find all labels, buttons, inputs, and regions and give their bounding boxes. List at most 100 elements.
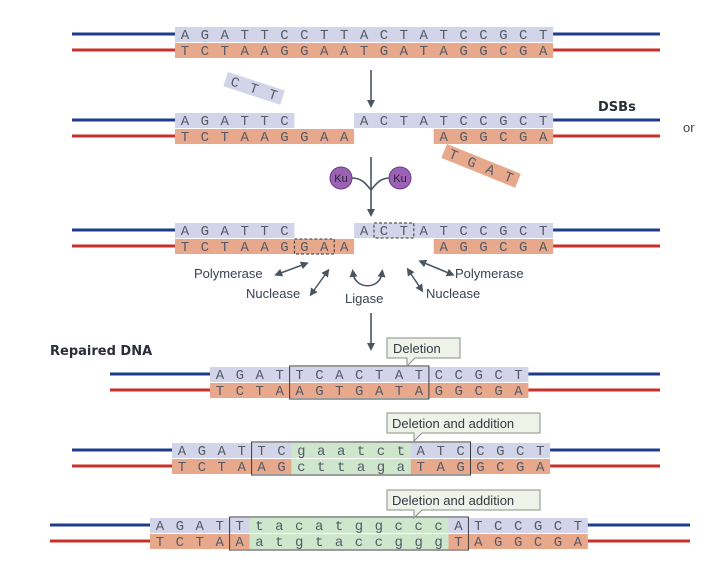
nucleotide: A — [275, 384, 284, 400]
nucleotide: T — [178, 460, 186, 476]
nucleotide: A — [574, 535, 583, 551]
nucleotide: G — [355, 384, 363, 400]
ku-protein-left — [329, 166, 353, 190]
nucleotide: a — [255, 535, 263, 551]
nucleotide: T — [237, 444, 245, 460]
nucleotide: C — [280, 28, 288, 44]
nucleotide: A — [320, 240, 329, 256]
nucleotide: c — [395, 519, 403, 535]
nucleotide: G — [534, 519, 542, 535]
repair-junction-box — [289, 365, 430, 400]
nucleotide: A — [360, 114, 369, 130]
polymerase-right-arrow — [418, 259, 455, 277]
nucleotide: C — [456, 444, 464, 460]
nucleotide: C — [459, 224, 467, 240]
nucleotide: A — [260, 130, 269, 146]
nucleotide: T — [474, 519, 482, 535]
nucleotide: A — [395, 368, 404, 384]
nucleotide: C — [380, 28, 388, 44]
nucleotide: T — [320, 28, 328, 44]
nucleotide: T — [260, 114, 268, 130]
nucleotide: G — [198, 444, 206, 460]
nucleotide: t — [255, 519, 263, 535]
nucleotide: G — [479, 240, 487, 256]
nucleotide: g — [355, 519, 363, 535]
nuclease-left-arrow — [309, 268, 330, 297]
ligase-label: Ligase — [345, 291, 383, 306]
nucleotide: C — [435, 368, 443, 384]
nucleotide: C — [380, 224, 388, 240]
nucleotide: T — [216, 384, 224, 400]
nucleotide: C — [459, 28, 467, 44]
nucleotide: A — [260, 44, 269, 60]
nucleotide: t — [337, 460, 345, 476]
nucleotide: g — [295, 535, 303, 551]
polymerase-left-arrow — [274, 261, 309, 277]
nucleotide: C — [459, 114, 467, 130]
nucleotide: A — [237, 460, 246, 476]
top-right-end-bg — [354, 113, 554, 128]
fragment-top-bg — [223, 72, 285, 105]
nucleotide: G — [315, 384, 323, 400]
nucleotide: G — [201, 28, 209, 44]
nucleotide: T — [574, 519, 582, 535]
nucleotide: C — [479, 114, 487, 130]
nucleotide: T — [439, 28, 447, 44]
nucleotide: G — [201, 114, 209, 130]
nucleotide: T — [415, 368, 423, 384]
nucleotide: a — [397, 460, 405, 476]
nucleotide: a — [335, 535, 343, 551]
nucleotide: A — [474, 535, 483, 551]
nucleotide: T — [196, 535, 204, 551]
nucleotide: T — [536, 444, 544, 460]
nucleotide: G — [280, 240, 288, 256]
nucleotide: T — [539, 28, 547, 44]
nucleotide: a — [315, 519, 323, 535]
nucleotide: C — [198, 460, 206, 476]
nucleotide: A — [340, 240, 349, 256]
nucleotide: T — [235, 519, 243, 535]
nucleotide: G — [519, 130, 527, 146]
nucleotide: G — [280, 44, 288, 60]
nucleotide: A — [360, 28, 369, 44]
nucleotide: t — [275, 535, 283, 551]
nucleotide: T — [257, 444, 265, 460]
nuclease-left-label: Nuclease — [246, 286, 300, 301]
nucleotide: G — [499, 114, 507, 130]
nucleotide: A — [514, 384, 523, 400]
nucleotide: A — [216, 368, 225, 384]
nucleotide: G — [516, 460, 524, 476]
nucleotide: G — [236, 368, 244, 384]
nucleotide: T — [395, 384, 403, 400]
nucleotide: T — [514, 368, 522, 384]
nucleotide: C — [494, 519, 502, 535]
nucleotide: A — [235, 535, 244, 551]
nucleotide: G — [554, 535, 562, 551]
nucleotide: C — [554, 519, 562, 535]
nucleotide: G — [479, 130, 487, 146]
nucleotide: T — [260, 224, 268, 240]
dsbs-label: DSBs — [598, 100, 636, 115]
nucleotide: G — [201, 224, 209, 240]
nucleotide: A — [436, 460, 445, 476]
nucleotide: c — [434, 519, 442, 535]
nucleotide: T — [221, 44, 229, 60]
nucleotide: A — [420, 28, 429, 44]
nucleotide: C — [519, 114, 527, 130]
nucleotide: A — [439, 44, 448, 60]
nucleotide: C — [494, 368, 502, 384]
nucleotide: T — [260, 28, 268, 44]
nucleotide: T — [275, 368, 283, 384]
nucleotide: T — [256, 384, 264, 400]
nucleotide: A — [221, 114, 230, 130]
nucleotide: C — [519, 28, 527, 44]
nucleotide: T — [417, 460, 425, 476]
nucleotide: A — [181, 114, 190, 130]
nucleotide: C — [300, 28, 308, 44]
nucleotide: T — [454, 535, 462, 551]
nucleotide: C — [315, 368, 323, 384]
